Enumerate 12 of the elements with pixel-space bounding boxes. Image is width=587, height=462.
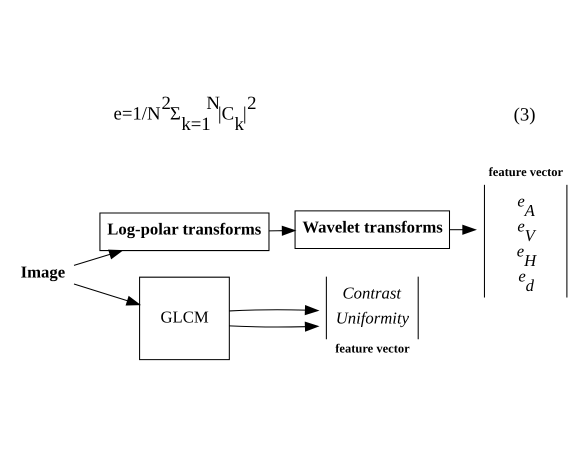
arrow <box>450 224 477 235</box>
node-box: Wavelet transforms <box>294 210 450 249</box>
arrow <box>269 226 296 236</box>
arrow <box>74 250 124 266</box>
node-box: Log-polar transforms <box>99 212 270 252</box>
node-text: Image <box>20 262 66 282</box>
arrow <box>229 322 320 332</box>
node-text: Contrast Uniformity feature vector <box>335 283 410 356</box>
node-box: GLCM <box>139 276 230 360</box>
arrow <box>74 283 142 306</box>
label: (3) <box>514 104 536 126</box>
arrow <box>230 304 320 316</box>
